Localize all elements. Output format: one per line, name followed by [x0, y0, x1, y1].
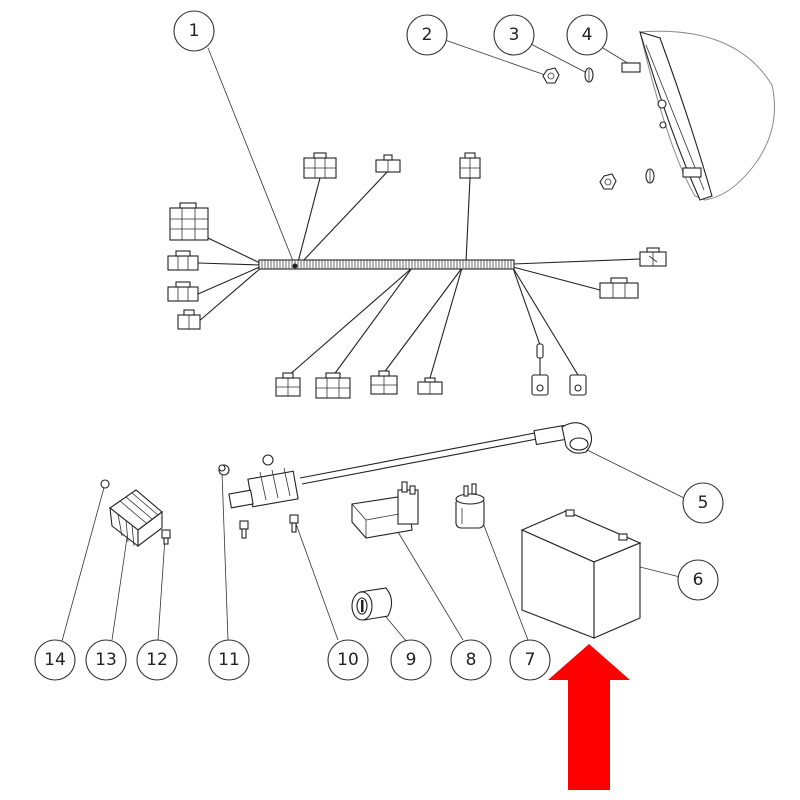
callout-label: 10 — [337, 650, 359, 670]
ignition-coil — [218, 422, 593, 539]
callout-2: 2 — [406, 14, 448, 56]
callout-label: 11 — [218, 650, 240, 670]
callout-7: 7 — [509, 639, 551, 681]
red-arrow-up-icon — [548, 644, 630, 790]
callout-5: 5 — [682, 482, 724, 524]
callout-label: 12 — [146, 650, 168, 670]
callout-label: 5 — [698, 493, 709, 513]
callout-1: 1 — [173, 10, 215, 52]
nut-11 — [218, 464, 226, 472]
callout-label: 13 — [95, 650, 117, 670]
callout-label: 9 — [406, 650, 417, 670]
callout-label: 7 — [525, 650, 536, 670]
callout-label: 4 — [582, 25, 593, 45]
callout-4: 4 — [566, 14, 608, 56]
headlamp-assembly — [621, 30, 775, 201]
callout-label: 2 — [422, 25, 433, 45]
callout-14: 14 — [34, 639, 76, 681]
wiring-harness — [167, 152, 667, 399]
flasher-relay — [455, 483, 485, 529]
regulator-rectifier — [109, 489, 163, 548]
callout-label: 3 — [509, 25, 520, 45]
callout-11: 11 — [208, 639, 250, 681]
callout-12: 12 — [136, 639, 178, 681]
battery — [520, 509, 642, 639]
hex-nut-lower — [599, 173, 617, 190]
callout-3: 3 — [493, 14, 535, 56]
bolt-12 — [161, 529, 171, 545]
callout-13: 13 — [85, 639, 127, 681]
callout-label: 6 — [693, 570, 704, 590]
callout-label: 1 — [189, 21, 200, 41]
washer-3 — [584, 67, 594, 83]
washer-lower — [645, 168, 655, 184]
callout-6: 6 — [677, 559, 719, 601]
callout-10: 10 — [327, 639, 369, 681]
callout-9: 9 — [390, 639, 432, 681]
callout-8: 8 — [450, 639, 492, 681]
nut-14 — [100, 479, 110, 489]
callout-label: 14 — [44, 650, 66, 670]
starter-relay — [351, 481, 419, 539]
hex-nut-2 — [542, 67, 560, 84]
key-switch — [351, 587, 393, 621]
callout-label: 8 — [466, 650, 477, 670]
